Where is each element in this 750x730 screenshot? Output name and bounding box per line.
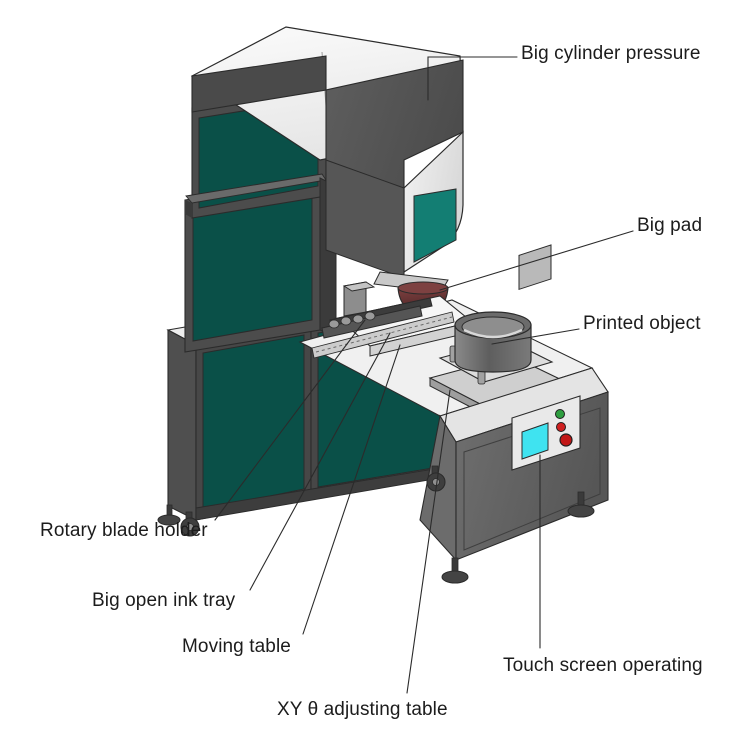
- callout-big-open-ink-tray: Big open ink tray: [92, 590, 236, 611]
- leader-big-cylinder-pressure: [427, 56, 518, 101]
- printed-object: [454, 311, 532, 373]
- touch-screen-display[interactable]: [521, 422, 549, 460]
- callout-rotary-blade-holder: Rotary blade holder: [40, 520, 208, 541]
- button-green-start[interactable]: [555, 409, 565, 419]
- supports: [157, 465, 595, 584]
- callout-moving-table: Moving table: [182, 636, 291, 657]
- callout-touch-screen-operating: Touch screen operating: [503, 655, 703, 676]
- leader-moving-table: [302, 344, 401, 635]
- rotary-blade-knobs: [328, 311, 376, 329]
- leader-lines: [214, 56, 634, 694]
- button-red-stop[interactable]: [559, 433, 573, 447]
- leader-xy-theta-adjusting-table: [406, 389, 451, 694]
- column-left-shadow: [185, 200, 192, 218]
- callout-xy-theta-adjusting-table: XY θ adjusting table: [277, 699, 448, 720]
- rotary-blade-holder-bar: [321, 305, 423, 339]
- leader-rotary-blade-holder: [214, 319, 366, 521]
- caster-left: [180, 511, 200, 537]
- pad-top-ellipse: [397, 281, 449, 295]
- foot-right: [567, 491, 595, 518]
- leader-big-pad: [439, 230, 634, 291]
- blade-bracket-top: [342, 281, 376, 292]
- base-panel-teal-left: [202, 334, 305, 511]
- callout-big-pad: Big pad: [637, 215, 703, 236]
- control-panel: [511, 244, 581, 471]
- leader-printed-object: [491, 328, 580, 345]
- caster-right: [426, 465, 446, 492]
- housing-window-teal: [413, 188, 457, 263]
- linear-guide-rail: [311, 311, 455, 359]
- button-red-alarm[interactable]: [556, 422, 566, 432]
- base-cabinet-front-frame: [167, 329, 197, 521]
- touch-screen-bezel: [518, 244, 552, 291]
- foot-front: [441, 557, 469, 584]
- leader-big-open-ink-tray: [249, 332, 391, 591]
- printed-object-inner-shadow: [463, 328, 523, 339]
- top-housing: [190, 26, 464, 293]
- callout-printed-object: Printed object: [583, 313, 701, 334]
- callout-big-cylinder-pressure: Big cylinder pressure: [521, 43, 701, 64]
- foot-left: [157, 504, 181, 526]
